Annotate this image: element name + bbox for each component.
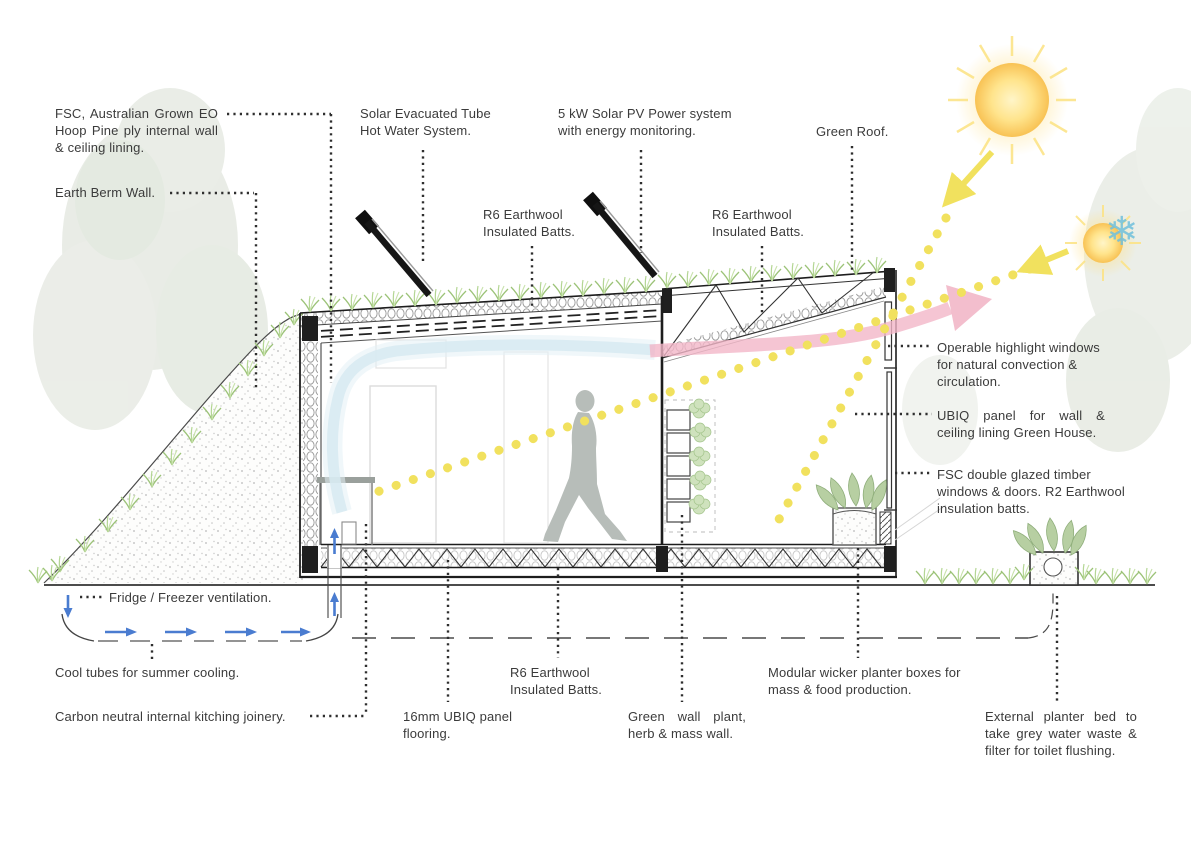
label-wicker-planters: Modular wicker planter boxes for mass & … <box>768 665 961 697</box>
green-wall-unit <box>660 296 716 545</box>
label-green-roof: Green Roof. <box>816 124 889 139</box>
label-operable-windows: Operable highlight windows for natural c… <box>937 340 1100 389</box>
person-silhouette <box>543 390 627 542</box>
label-cool-tubes: Cool tubes for summer cooling. <box>55 665 240 680</box>
underground-pipe <box>352 590 1054 639</box>
cool-air-flow <box>322 334 656 515</box>
snowflake-icon: ❄ <box>1105 210 1139 254</box>
label-r6-roof-left: R6 Earthwool Insulated Batts. <box>483 207 576 239</box>
summer-sun-ray <box>767 213 951 537</box>
roof-insulation <box>299 290 663 344</box>
label-r6-floor: R6 Earthwool Insulated Batts. <box>510 665 603 697</box>
building-shell <box>299 268 947 579</box>
earth-berm <box>28 308 304 584</box>
label-fridge-vent: Fridge / Freezer ventilation. <box>109 590 272 605</box>
external-planter-bed <box>1010 517 1093 586</box>
left-trees <box>33 88 268 430</box>
label-kitchen-joinery: Carbon neutral internal kitching joinery… <box>55 709 286 724</box>
label-fsc-ply: FSC, Australian Grown EO Hoop Pine ply i… <box>55 106 218 155</box>
winter-sun-icon <box>1065 205 1141 281</box>
leader-lines <box>80 112 1059 718</box>
solar-pv-panel <box>583 191 660 279</box>
right-trees <box>902 88 1191 465</box>
cool-tube-pipe <box>61 613 339 642</box>
label-green-wall: Green wall plant, herb & mass wall. <box>628 709 746 741</box>
solar-hot-water-collector <box>355 209 434 298</box>
label-solar-pv: 5 kW Solar PV Power system with energy m… <box>558 106 732 138</box>
kitchen-bench <box>317 477 375 545</box>
label-r6-roof-right: R6 Earthwool Insulated Batts. <box>712 207 805 239</box>
wicker-planter <box>812 472 893 546</box>
label-external-planter: External planter bed to take grey water … <box>985 709 1137 758</box>
interior-partitions <box>369 339 549 544</box>
label-earth-berm: Earth Berm Wall. <box>55 185 156 200</box>
label-ubiq-greenhouse: UBIQ panel for wall & ceiling lining Gre… <box>937 408 1105 440</box>
warm-air-arrow <box>649 285 992 358</box>
label-fsc-glazing: FSC double glazed timber windows & doors… <box>937 467 1125 516</box>
floor-structure <box>300 543 897 579</box>
summer-sun-icon <box>948 36 1076 164</box>
label-ubiq-flooring: 16mm UBIQ panel flooring. <box>403 709 513 741</box>
label-solar-hot-water: Solar Evacuated Tube Hot Water System. <box>360 106 491 138</box>
left-wall <box>299 313 322 578</box>
fridge-vent-arrows <box>63 528 342 618</box>
summer-sun-arrow <box>941 149 995 208</box>
